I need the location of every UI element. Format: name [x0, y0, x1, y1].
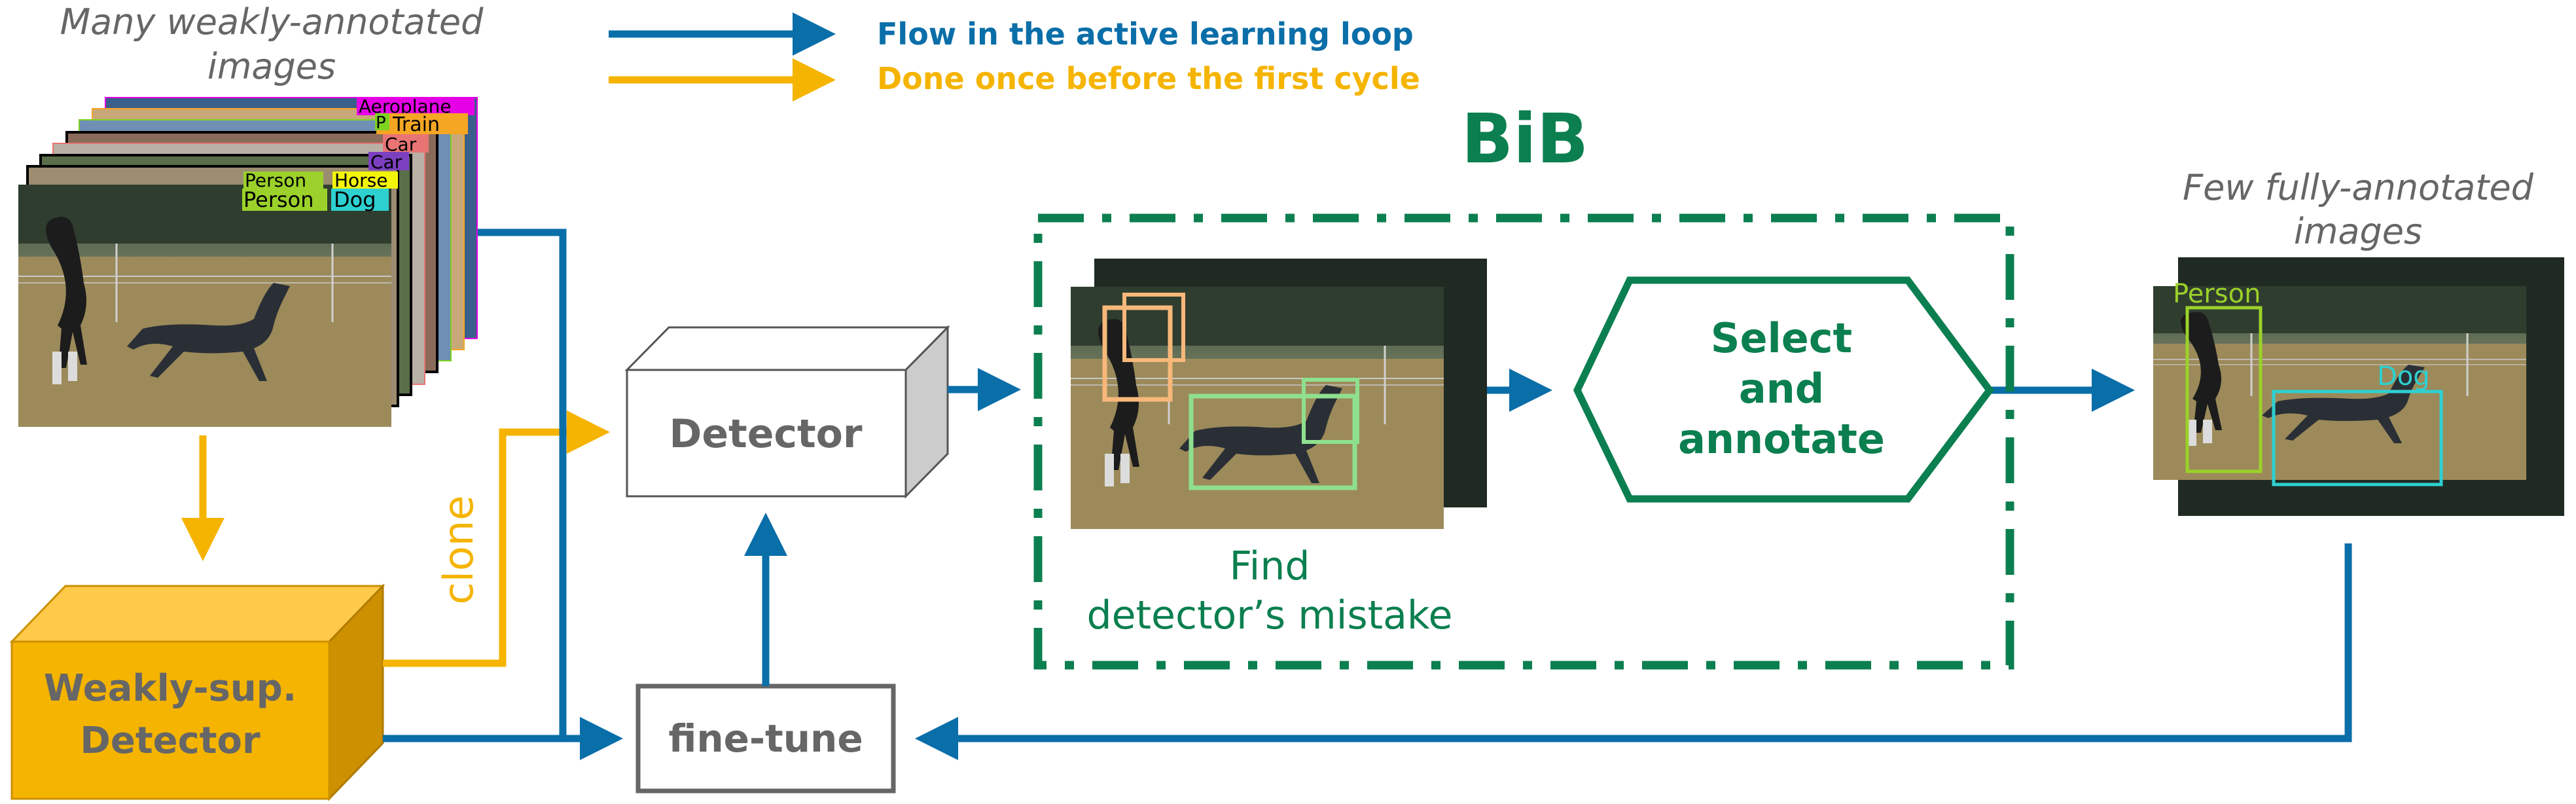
finetune-box	[635, 684, 896, 794]
tag-car-1	[383, 134, 429, 153]
legend-flow-label: Flow in the active learning loop	[877, 16, 1414, 52]
weak-image-stack: Aeroplane Train P Car Car Person Horse P…	[17, 96, 478, 428]
weak-detector-label-line2: Detector	[80, 720, 260, 762]
tag-p-text: P	[376, 113, 386, 133]
find-label-line2: detector’s mistake	[1087, 593, 1453, 638]
tag-car-1-text: Car	[385, 134, 417, 155]
mistake-image	[1069, 259, 1487, 530]
weak-detector-box	[9, 583, 385, 801]
detector-label: Detector	[670, 411, 863, 457]
find-label-line1: Find	[1230, 543, 1310, 589]
bib-frame	[1033, 213, 2014, 670]
person-box-label: Person	[2173, 279, 2261, 309]
select-label-line1: Select	[1711, 314, 1852, 362]
select-label-line3: annotate	[1678, 415, 1885, 463]
tag-p	[375, 113, 389, 130]
weak-images-label-line2: images	[207, 46, 336, 87]
tag-dog-text: Dog	[334, 187, 376, 212]
detector-box	[624, 325, 950, 499]
tag-train-text: Train	[392, 113, 440, 136]
full-images-label-line2: images	[2294, 211, 2422, 252]
arrow-clone	[383, 411, 610, 667]
tag-car-2-text: Car	[370, 151, 402, 173]
tag-aeroplane	[357, 98, 474, 115]
arrow-full-to-finetune	[915, 543, 2352, 760]
weak-images-label-line1: Many weakly-annotated	[60, 1, 484, 43]
dog-box-label: Dog	[2377, 361, 2430, 392]
full-image-stack	[2152, 257, 2564, 516]
tag-train	[376, 113, 468, 134]
tag-person-back	[243, 172, 323, 189]
select-label-line2: and	[1739, 365, 1824, 412]
dog-box	[2272, 390, 2443, 486]
legend-once-label: Done once before the first cycle	[877, 61, 1420, 96]
tag-person-text: Person	[243, 187, 314, 212]
tag-horse	[332, 172, 398, 189]
bib-title: BiB	[1461, 99, 1588, 179]
tag-person	[242, 189, 327, 211]
person-box	[2185, 306, 2263, 473]
tag-horse-text: Horse	[334, 170, 388, 191]
tag-dog	[331, 189, 389, 211]
tag-person-back-text: Person	[245, 170, 306, 191]
clone-label: clone	[435, 496, 482, 605]
finetune-label: fine-tune	[668, 716, 863, 761]
arrow-images-to-finetune	[478, 228, 623, 760]
select-hexagon	[1573, 276, 1994, 503]
tag-car-2	[368, 152, 409, 170]
full-images-label-line1: Few fully-annotated	[2183, 167, 2534, 208]
weak-detector-label-line1: Weakly-sup.	[44, 667, 296, 710]
